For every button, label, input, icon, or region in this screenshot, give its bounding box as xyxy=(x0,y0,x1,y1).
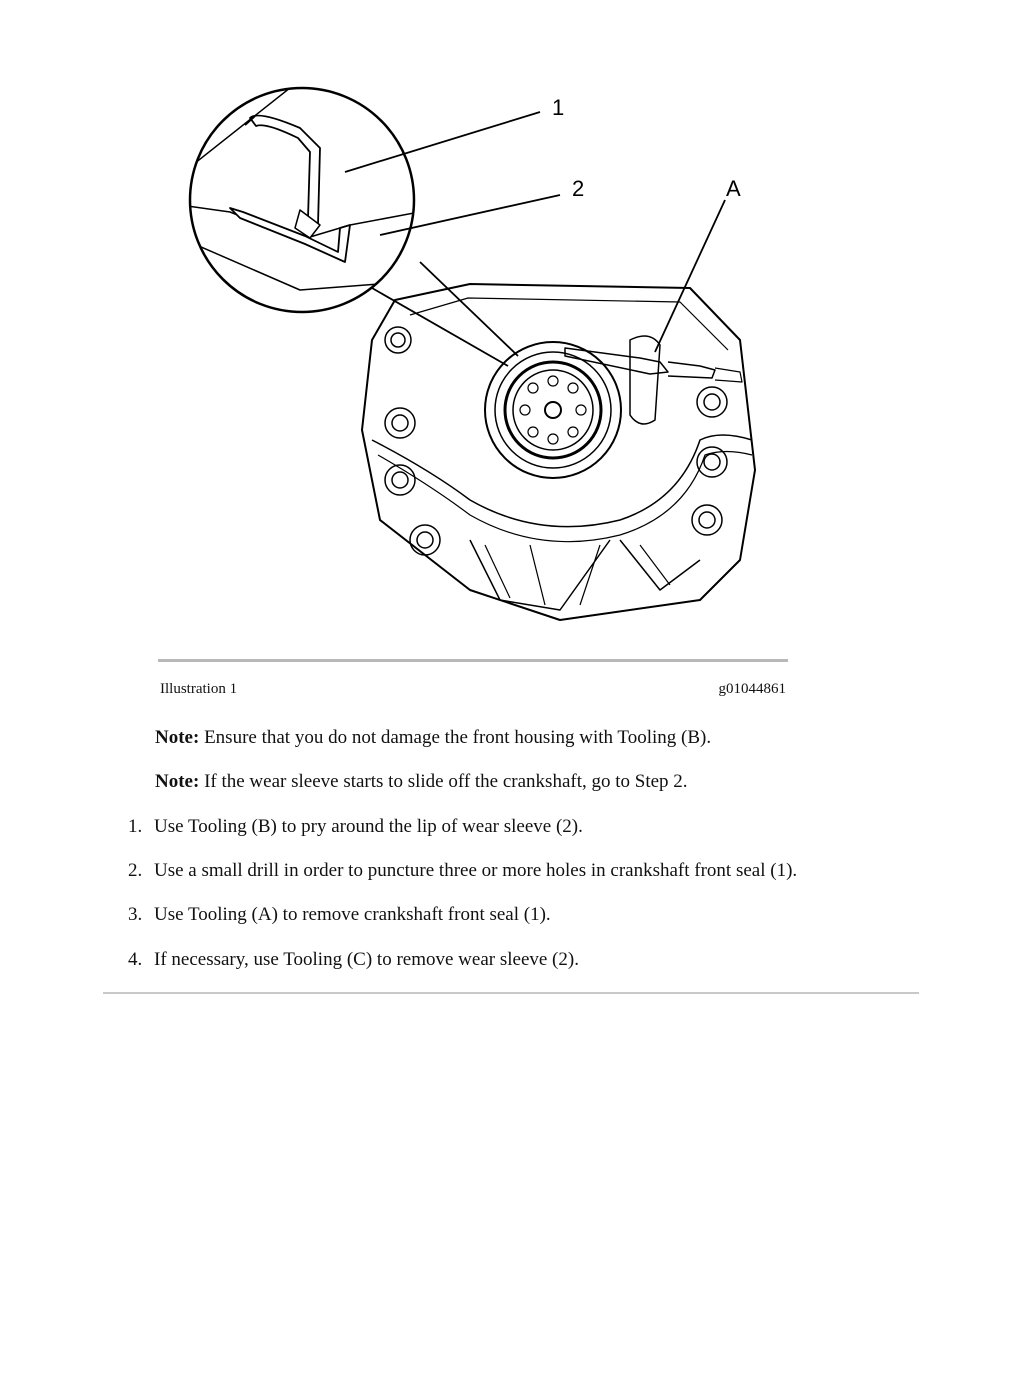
step-text: If necessary, use Tooling (C) to remove … xyxy=(154,949,579,970)
illustration-label: Illustration 1 xyxy=(160,681,238,697)
leader-line-2 xyxy=(379,194,561,236)
step-text: Use Tooling (B) to pry around the lip of… xyxy=(154,816,583,837)
illustration-crankshaft-front-seal: 1 2 A xyxy=(188,86,756,621)
step-3: 3. Use Tooling (A) to remove crankshaft f… xyxy=(128,904,551,926)
detail-zoom-circle xyxy=(188,86,519,367)
illustration-code: g01044861 xyxy=(718,681,787,697)
step-4: 4. If necessary, use Tooling (C) to remov… xyxy=(128,949,579,971)
figure-divider xyxy=(158,659,788,662)
wear-sleeve-section xyxy=(229,207,351,263)
step-number: 2. xyxy=(128,860,143,881)
note-2: Note: If the wear sleeve starts to slide… xyxy=(155,771,688,793)
note-label: Note: xyxy=(155,727,200,748)
callout-2: 2 xyxy=(572,176,584,201)
step-text: Use a small drill in order to puncture t… xyxy=(154,860,798,881)
section-divider xyxy=(103,992,919,994)
callout-1: 1 xyxy=(552,95,564,120)
leader-line-1 xyxy=(344,111,541,173)
step-2: 2. Use a small drill in order to puncture… xyxy=(128,860,797,882)
housing-bolts xyxy=(384,326,728,556)
step-number: 4. xyxy=(128,949,143,970)
note-text: If the wear sleeve starts to slide off t… xyxy=(199,771,688,792)
note-label: Note: xyxy=(155,771,200,792)
step-number: 1. xyxy=(128,816,143,837)
step-text: Use Tooling (A) to remove crankshaft fro… xyxy=(154,904,551,925)
step-1: 1. Use Tooling (B) to pry around the lip … xyxy=(128,816,583,838)
callout-a: A xyxy=(726,176,741,201)
crankshaft-nose xyxy=(484,341,622,479)
tooling-a xyxy=(564,347,743,383)
leader-line-a xyxy=(654,199,726,353)
note-1: Note: Ensure that you do not damage the … xyxy=(155,727,711,749)
step-number: 3. xyxy=(128,904,143,925)
note-text: Ensure that you do not damage the front … xyxy=(199,727,712,748)
front-housing xyxy=(361,283,756,621)
